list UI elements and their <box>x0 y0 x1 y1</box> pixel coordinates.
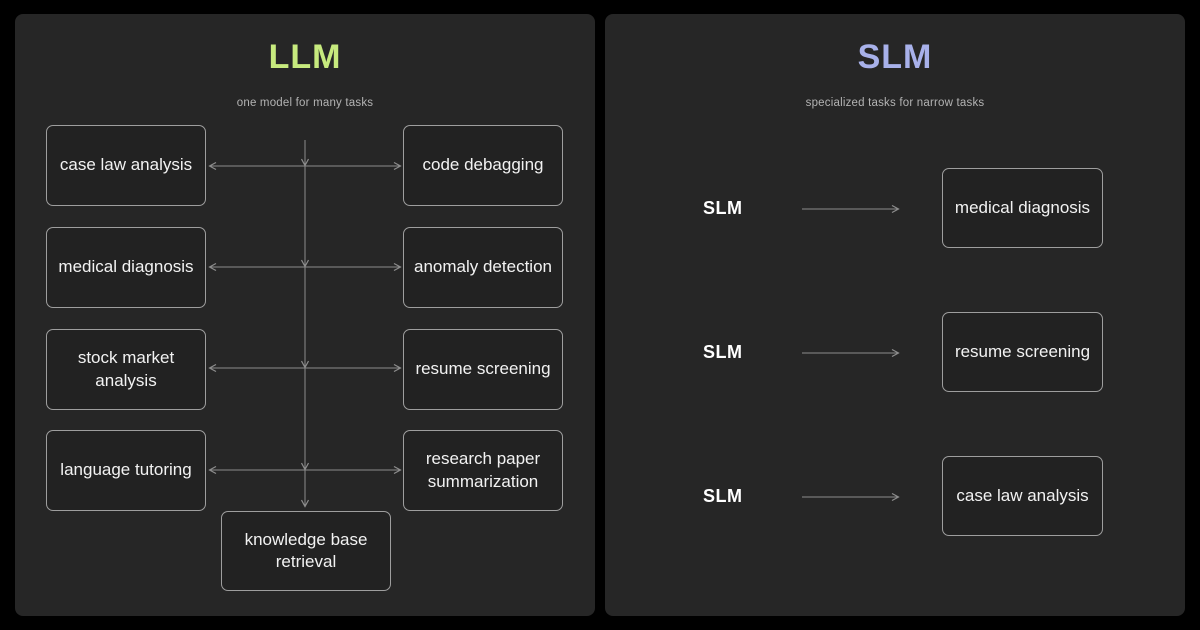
llm-subtitle: one model for many tasks <box>236 97 374 109</box>
llm-task-stock-market-analysis: stock market analysis <box>46 329 206 410</box>
llm-panel: LLM one model for many tasks case law an… <box>15 14 595 616</box>
slm-panel: SLM specialized tasks for narrow tasks S… <box>605 14 1185 616</box>
llm-task-research-paper-summarization: research paper summarization <box>403 430 563 511</box>
llm-task-anomaly-detection: anomaly detection <box>403 227 563 308</box>
slm-task-resume-screening: resume screening <box>942 312 1103 392</box>
slm-task-medical-diagnosis: medical diagnosis <box>942 168 1103 248</box>
slm-subtitle: specialized tasks for narrow tasks <box>805 97 985 109</box>
slm-task-case-law-analysis: case law analysis <box>942 456 1103 536</box>
llm-title: LLM <box>268 38 342 76</box>
slm-model-label: SLM <box>703 486 743 506</box>
llm-task-knowledge-base-retrieval: knowledge base retrieval <box>221 511 391 591</box>
llm-task-language-tutoring: language tutoring <box>46 430 206 511</box>
llm-task-case-law-analysis: case law analysis <box>46 125 206 206</box>
llm-task-resume-screening: resume screening <box>403 329 563 410</box>
llm-task-code-debagging: code debagging <box>403 125 563 206</box>
slm-model-label: SLM <box>703 342 743 362</box>
llm-task-medical-diagnosis: medical diagnosis <box>46 227 206 308</box>
slm-model-label: SLM <box>703 198 743 218</box>
slm-title: SLM <box>857 38 933 76</box>
